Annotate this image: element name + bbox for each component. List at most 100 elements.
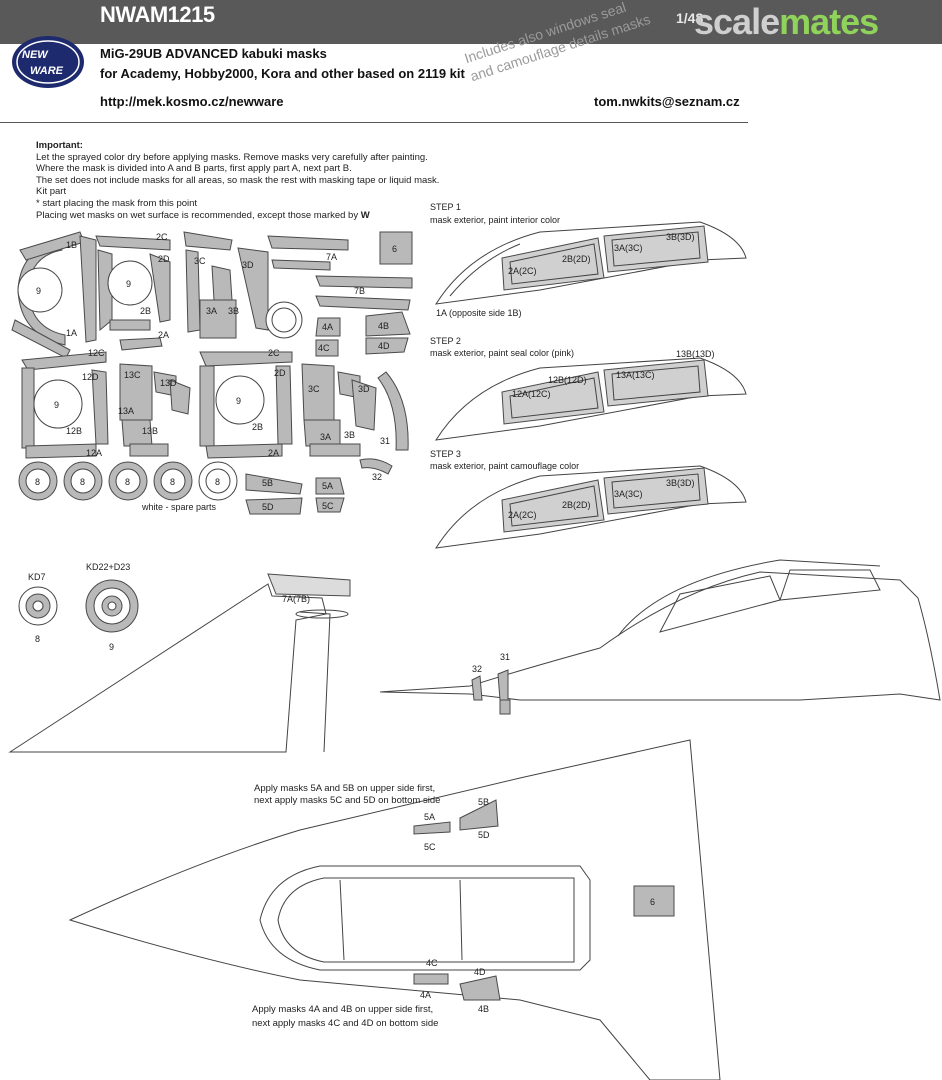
svg-text:5C: 5C: [424, 842, 436, 852]
svg-text:12A: 12A: [86, 448, 102, 458]
svg-text:9: 9: [126, 279, 131, 289]
svg-text:STEP 3: STEP 3: [430, 449, 461, 459]
svg-text:3B(3D): 3B(3D): [666, 478, 695, 488]
product-title: MiG-29UB ADVANCED kabuki masks: [100, 46, 327, 61]
newware-logo: NEW WARE: [12, 36, 84, 88]
svg-text:2B(2D): 2B(2D): [562, 254, 591, 264]
svg-text:3A: 3A: [206, 306, 217, 316]
svg-text:KD22+D23: KD22+D23: [86, 562, 130, 572]
svg-text:13C: 13C: [124, 370, 141, 380]
svg-text:3A(3C): 3A(3C): [614, 243, 643, 253]
mask-sheet-middle: [21, 351, 409, 475]
svg-text:STEP 1: STEP 1: [430, 202, 461, 212]
svg-text:6: 6: [650, 897, 655, 907]
brand-watermark: scalemates: [694, 1, 879, 42]
svg-text:4C: 4C: [318, 343, 330, 353]
svg-text:3C: 3C: [308, 384, 320, 394]
email-link[interactable]: tom.nwkits@seznam.cz: [594, 94, 740, 109]
note-line: Kit part: [36, 186, 67, 198]
svg-text:4A: 4A: [322, 322, 333, 332]
svg-text:2A: 2A: [158, 330, 169, 340]
svg-text:mask exterior, paint camouflag: mask exterior, paint camouflage color: [430, 461, 579, 471]
svg-text:NEW: NEW: [22, 49, 49, 61]
kd-wheel-masks: KD7 8 KD22+D23 9: [18, 562, 139, 652]
svg-text:WARE: WARE: [30, 65, 64, 77]
svg-text:3C: 3C: [194, 256, 206, 266]
scale-label: 1/48: [676, 10, 704, 26]
svg-text:mask exterior, paint interior: mask exterior, paint interior color: [430, 215, 560, 225]
svg-text:8: 8: [35, 634, 40, 644]
top-banner: [0, 0, 942, 44]
mask-sheet-upper-labels: 1B 2C 2D 9 2B 1A 2A 3C 3D 3A 3B 9 7A 7B …: [36, 232, 397, 353]
svg-text:8: 8: [80, 477, 85, 487]
product-code: NWAM1215: [100, 2, 215, 27]
svg-text:STEP 2: STEP 2: [430, 336, 461, 346]
notes-title: Important:: [36, 140, 83, 151]
svg-text:12D: 12D: [82, 372, 99, 382]
svg-text:1B: 1B: [66, 240, 77, 250]
svg-text:5B: 5B: [262, 478, 273, 488]
svg-text:5D: 5D: [478, 830, 490, 840]
svg-text:1A: 1A: [66, 328, 77, 338]
svg-text:9: 9: [54, 400, 59, 410]
svg-text:6: 6: [392, 244, 397, 254]
svg-text:2B(2D): 2B(2D): [562, 500, 591, 510]
header-divider: [0, 122, 748, 123]
svg-text:2B: 2B: [252, 422, 263, 432]
svg-text:3B: 3B: [228, 306, 239, 316]
svg-text:4B: 4B: [478, 1004, 489, 1014]
wheel-ring-masks: 8 8 8 8 8 white - spare parts: [18, 461, 238, 512]
important-notes: Important: Let the sprayed color dry bef…: [36, 140, 506, 221]
svg-text:2D: 2D: [274, 368, 286, 378]
svg-text:13B(13D): 13B(13D): [676, 349, 715, 359]
svg-text:31: 31: [500, 652, 510, 662]
svg-text:Apply masks 4A and 4B on upper: Apply masks 4A and 4B on upper side firs…: [252, 1004, 433, 1015]
svg-text:4A: 4A: [420, 990, 431, 1000]
mask-sheet-middle-labels: 12C 12D 9 12B 12A 13C 13D 13A 13B 2C 2D …: [54, 348, 390, 482]
website-link[interactable]: http://mek.kosmo.cz/newware: [100, 94, 284, 109]
svg-text:12B(12D): 12B(12D): [548, 375, 587, 385]
svg-text:32: 32: [472, 664, 482, 674]
svg-text:13A: 13A: [118, 406, 134, 416]
svg-text:7A(7B): 7A(7B): [282, 594, 310, 604]
svg-text:4D: 4D: [474, 967, 486, 977]
note-line: Placing wet masks on wet surface is reco…: [36, 209, 370, 221]
note-line: * start placing the mask from this point: [36, 197, 198, 209]
svg-text:32: 32: [372, 472, 382, 482]
plan-view: 6 Apply masks 5A and 5B on upper side fi…: [68, 739, 721, 1080]
svg-text:12A(12C): 12A(12C): [512, 389, 551, 399]
svg-text:12C: 12C: [88, 348, 105, 358]
small-masks: 5B 5A 5D 5C: [245, 473, 345, 515]
svg-text:next apply masks 4C and 4D on: next apply masks 4C and 4D on bottom sid…: [252, 1018, 438, 1029]
mask-sheet-upper: [11, 231, 413, 359]
svg-text:2C: 2C: [156, 232, 168, 242]
svg-text:2C: 2C: [268, 348, 280, 358]
svg-text:4D: 4D: [378, 341, 390, 351]
svg-text:Apply masks 5A and 5B on upper: Apply masks 5A and 5B on upper side firs…: [254, 783, 435, 794]
svg-text:8: 8: [170, 477, 175, 487]
svg-text:5D: 5D: [262, 502, 274, 512]
svg-text:2D: 2D: [158, 254, 170, 264]
canopy-step-3: STEP 3 mask exterior, paint camouflage c…: [430, 449, 747, 549]
note-line: Let the sprayed color dry before applyin…: [36, 151, 428, 163]
svg-text:3D: 3D: [242, 260, 254, 270]
svg-text:5A: 5A: [424, 812, 435, 822]
svg-text:3D: 3D: [358, 384, 370, 394]
fuselage-side-view: 32 31: [379, 559, 941, 715]
svg-text:5A: 5A: [322, 481, 333, 491]
svg-text:7B: 7B: [354, 286, 365, 296]
svg-text:3A: 3A: [320, 432, 331, 442]
svg-text:2A: 2A: [268, 448, 279, 458]
svg-text:13A(13C): 13A(13C): [616, 370, 655, 380]
tail-fin: 7A(7B): [8, 573, 351, 753]
svg-text:3B: 3B: [344, 430, 355, 440]
svg-text:2A(2C): 2A(2C): [508, 510, 537, 520]
svg-text:5B: 5B: [478, 797, 489, 807]
svg-text:9: 9: [109, 642, 114, 652]
svg-text:5C: 5C: [322, 501, 334, 511]
spare-caption: white - spare parts: [141, 502, 217, 512]
svg-text:7A: 7A: [326, 252, 337, 262]
svg-text:mask exterior, paint seal colo: mask exterior, paint seal color (pink): [430, 348, 574, 358]
svg-text:13D: 13D: [160, 378, 177, 388]
